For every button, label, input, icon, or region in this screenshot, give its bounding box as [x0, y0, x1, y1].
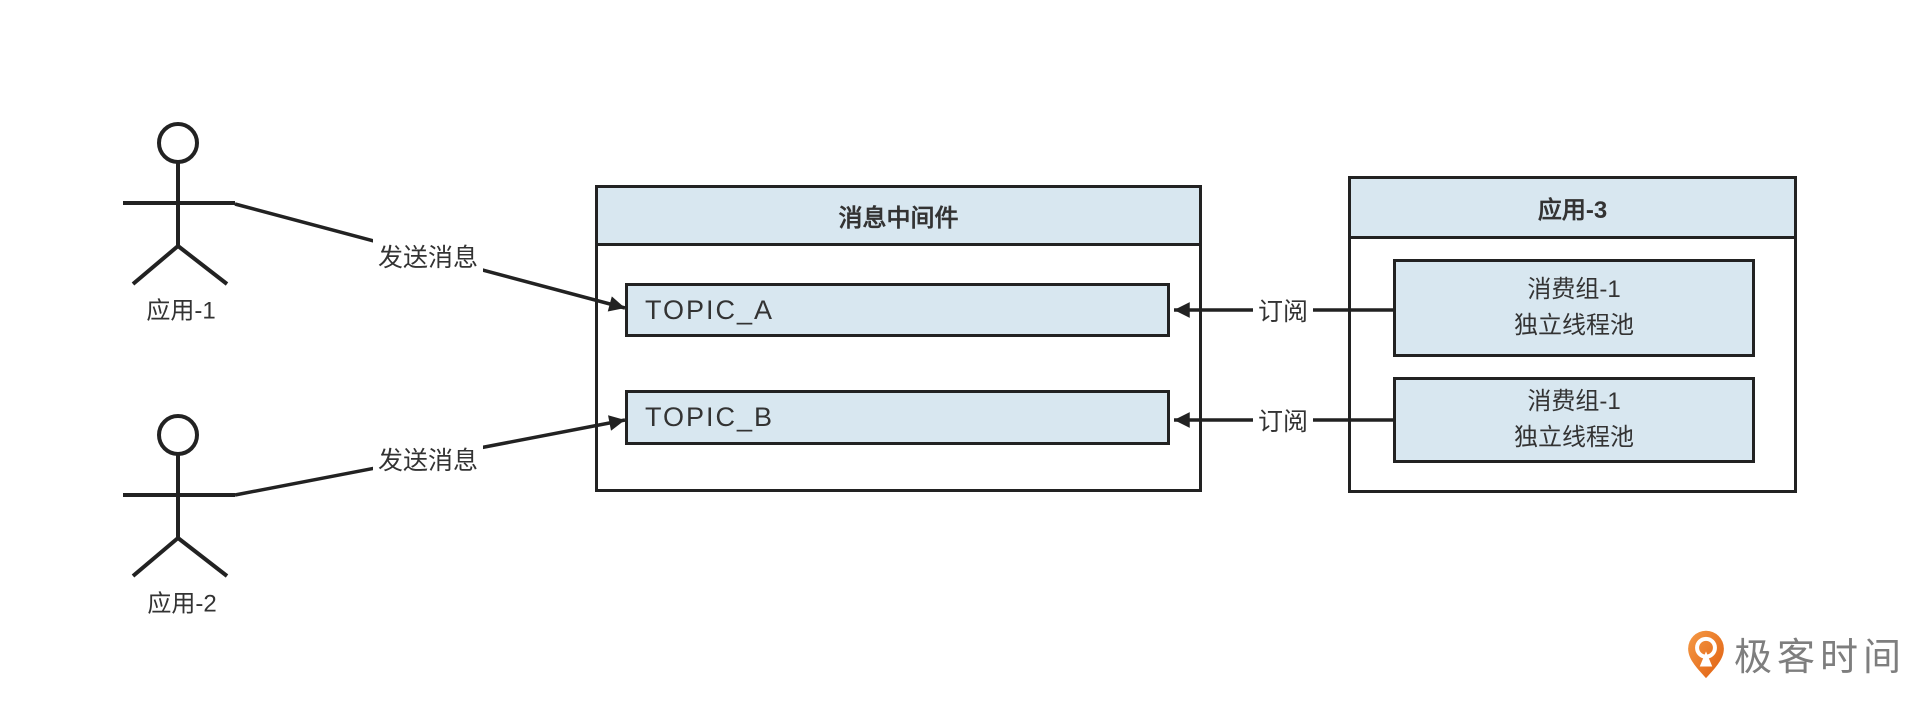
actor-leg-right [176, 536, 229, 578]
actor-leg-left [131, 536, 180, 578]
consumer-group-1-name: 消费组-1 [1527, 276, 1621, 303]
topic-b-bar: TOPIC_B [625, 390, 1170, 445]
send-message-label-2: 发送消息 [372, 441, 484, 477]
geektime-logo-text: 极客时间 [1734, 637, 1907, 679]
geektime-logo: 极客时间 [1686, 626, 1906, 681]
actor-leg-right [176, 244, 229, 286]
consumer-group-2-threadpool: 独立线程池 [1514, 424, 1634, 451]
actor-label-app2: 应用-2 [147, 590, 217, 618]
subscribe-label-2: 订阅 [1252, 402, 1314, 438]
actor-head [157, 414, 199, 456]
consumer-group-2-box: 消费组-1 独立线程池 [1393, 377, 1755, 463]
actor-figure-app2 [123, 414, 235, 578]
middleware-title: 消息中间件 [598, 188, 1199, 246]
consumer-app-title: 应用-3 [1351, 179, 1794, 239]
subscribe-label-1: 订阅 [1252, 292, 1314, 328]
actor-head [157, 122, 199, 164]
topic-b-label: TOPIC_B [645, 402, 775, 432]
topic-a-label: TOPIC_A [645, 294, 775, 325]
geektime-logo-icon [1688, 630, 1724, 678]
topic-a-bar: TOPIC_A [625, 283, 1170, 337]
consumer-group-1-box: 消费组-1 独立线程池 [1393, 259, 1755, 357]
actor-label-app1: 应用-1 [146, 297, 216, 325]
consumer-group-1-threadpool: 独立线程池 [1514, 312, 1634, 339]
consumer-group-2-name: 消费组-1 [1527, 388, 1621, 415]
actor-figure-app1 [123, 122, 235, 286]
actor-leg-left [131, 244, 180, 286]
send-message-label-1: 发送消息 [372, 238, 484, 274]
middleware-box: 消息中间件 [595, 185, 1202, 492]
